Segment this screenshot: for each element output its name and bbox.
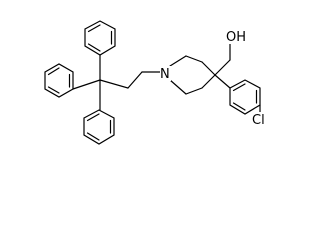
chemical-structure: OH N Cl bbox=[44, 20, 272, 145]
chlorine-label: Cl bbox=[252, 113, 265, 128]
propyl-chain bbox=[127, 71, 161, 89]
phenyl-ring-top bbox=[84, 20, 116, 56]
atom-label-nitrogen: N bbox=[160, 66, 171, 82]
piperidine-ring bbox=[169, 55, 216, 95]
trityl-carbon-bonds bbox=[72, 54, 129, 111]
phenyl-ring-bottom bbox=[83, 109, 115, 145]
atom-label-chlorine: Cl bbox=[252, 112, 272, 128]
hydroxyl-label: OH bbox=[226, 30, 246, 45]
chlorophenyl-ring bbox=[214, 74, 261, 115]
phenyl-ring-left bbox=[44, 63, 74, 98]
atom-label-hydroxyl: OH bbox=[223, 29, 246, 45]
hydroxymethyl-group bbox=[214, 42, 231, 76]
nitrogen-label: N bbox=[160, 67, 170, 82]
